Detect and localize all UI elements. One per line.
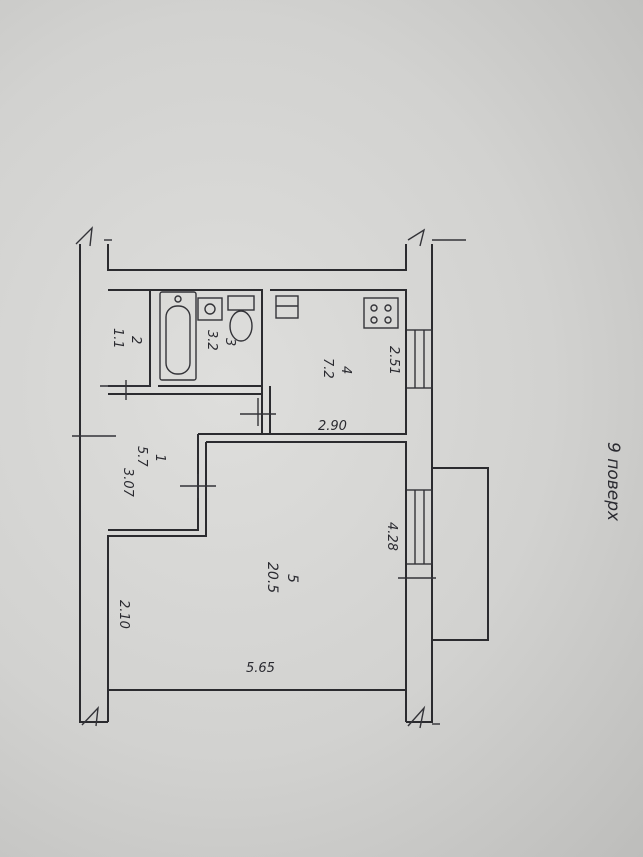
room-2-area: 1.1 — [110, 328, 125, 349]
window-room — [398, 489, 436, 579]
room-5-area: 20.5 — [264, 562, 280, 593]
room-3-area: 3.2 — [204, 330, 219, 351]
room-5-number: 5 — [284, 574, 300, 583]
dim-room-depth: 4.28 — [384, 522, 399, 551]
room-1-area: 5.7 — [134, 446, 149, 467]
stove-icon — [363, 297, 399, 329]
floor-note: 9 поверх — [603, 442, 623, 522]
dim-kitchen-width: 2.90 — [318, 419, 347, 434]
sink-icon — [197, 297, 223, 321]
room-4-area: 7.2 — [320, 358, 335, 379]
door-marks — [72, 380, 276, 498]
room-2-number: 2 — [128, 336, 143, 344]
dim-kitchen-depth: 2.51 — [386, 346, 401, 375]
room-3-number: 3 — [222, 338, 237, 346]
window-kitchen — [405, 329, 433, 389]
balcony — [432, 467, 489, 641]
dim-hall-length: 3.07 — [120, 468, 135, 498]
outer-wall — [75, 226, 466, 729]
room-1-number: 1 — [152, 454, 167, 462]
dim-room-width: 2.10 — [116, 600, 131, 629]
interior-walls — [107, 289, 407, 690]
bathtub-icon — [159, 291, 197, 381]
toilet-icon — [227, 295, 255, 342]
room-4-number: 4 — [338, 366, 353, 374]
kitchen-sink-icon — [275, 295, 299, 319]
dim-room-length: 5.65 — [246, 661, 275, 676]
